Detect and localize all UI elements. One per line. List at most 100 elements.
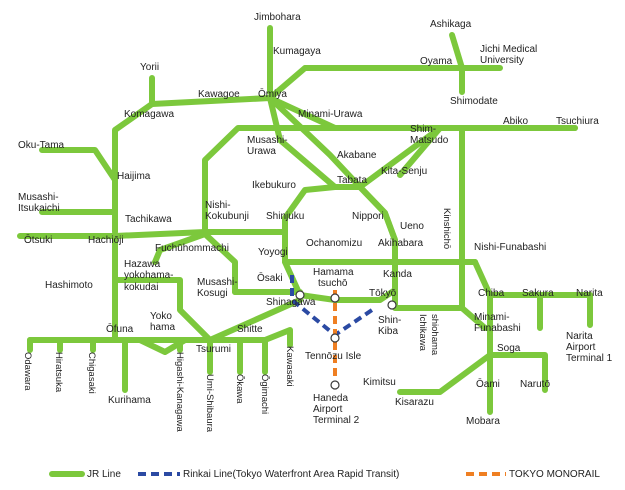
label-haneda-line1: Haneda — [313, 393, 348, 404]
yamanote-line — [282, 184, 398, 303]
legend-rinkai-label: Rinkai Line(Tokyo Waterfront Area Rapid … — [183, 469, 399, 480]
label-ofuna: Ōfuna — [106, 323, 134, 335]
label-musashi-itsukaichi-line1: Musashi- — [18, 192, 59, 203]
label-hazawa-line3: kokudai — [124, 282, 158, 293]
legend-monorail-label: TOKYO MONORAIL — [509, 469, 600, 480]
label-higashi-kanagawa: Higashi-Kanagawa — [174, 352, 185, 432]
label-chiba: Chiba — [478, 288, 505, 299]
station-markers — [295, 290, 397, 390]
label-ashikaga: Ashikaga — [430, 19, 472, 30]
narita-line — [537, 292, 593, 331]
label-narita-airport-line1: Narita — [566, 331, 593, 342]
label-minami-urawa: Minami-Urawa — [298, 109, 363, 120]
label-haneda-line2: Airport — [313, 404, 343, 415]
label-kimitsu: Kimitsu — [363, 377, 396, 388]
label-abiko: Abiko — [503, 116, 528, 127]
label-kawagoe: Kawagoe — [198, 89, 240, 100]
utsunomiya-line — [267, 65, 465, 101]
label-ogimachi: Ōgimachi — [259, 374, 270, 414]
legend: JR Line Rinkai Line(Tokyo Waterfront Are… — [49, 469, 600, 480]
label-yokohama-line1: Yoko — [150, 311, 172, 322]
label-ikebukuro: Ikebukuro — [252, 180, 296, 191]
station-marker-haneda — [330, 380, 340, 390]
saikyo-line — [267, 95, 338, 190]
label-jichi-line2: University — [480, 55, 524, 66]
label-musashi-urawa-line1: Musashi- — [247, 135, 288, 146]
label-hamamatsucho-line1: Hamama — [313, 267, 354, 278]
station-marker-hamamatsucho — [330, 293, 340, 303]
label-shitte: Shitte — [237, 324, 263, 335]
label-narita-airport-line2: Airport — [566, 342, 596, 353]
label-kita-senju: Kita-Senju — [381, 166, 427, 177]
label-komagawa: Komagawa — [124, 109, 174, 120]
label-ueno: Ueno — [400, 221, 424, 232]
sagami-line — [112, 277, 213, 343]
label-shinagawa: Shinagawa — [266, 297, 316, 308]
station-marker-shin-kiba — [387, 300, 397, 310]
joban-branch — [397, 125, 443, 178]
label-ichikawa-shiohama-line1: Ichikawa — [417, 314, 428, 352]
label-kumagaya: Kumagaya — [273, 46, 321, 57]
keiyo-line — [392, 287, 488, 331]
label-osaki: Ōsaki — [257, 272, 283, 284]
label-akabane: Akabane — [337, 150, 377, 161]
label-haneda-line3: Terminal 2 — [313, 415, 360, 426]
label-oku-tama: Oku-Tama — [18, 140, 65, 151]
uchibo-line — [397, 292, 548, 415]
label-kawasaki: Kawasaki — [284, 346, 295, 387]
station-labels: Jimbohara Kumagaya Ashikaga Oyama Jichi … — [18, 12, 613, 433]
label-soga: Soga — [497, 343, 521, 354]
label-fuchuhommachi: Fuchūhommachi — [155, 243, 229, 254]
label-mobara: Mobara — [466, 416, 500, 427]
label-haijima: Haijima — [117, 171, 151, 182]
label-odawara: Odawara — [22, 352, 33, 391]
label-musashi-kosugi-line2: Kosugi — [197, 288, 228, 299]
label-kisarazu: Kisarazu — [395, 397, 434, 408]
label-hamamatsucho-line2: tsuchō — [318, 278, 348, 289]
label-musashi-kosugi-line1: Musashi- — [197, 277, 238, 288]
nambu-line — [152, 231, 208, 265]
label-kurihama: Kurihama — [108, 395, 151, 406]
label-shin-kiba-line1: Shin- — [378, 315, 401, 326]
label-hazawa-line1: Hazawa — [124, 259, 161, 270]
label-shim-matsudo-line1: Shim- — [410, 124, 436, 135]
label-hiratsuka: Hiratsuka — [53, 352, 64, 393]
label-jichi-line1: Jichi Medical — [480, 44, 537, 55]
label-narita-airport-line3: Terminal 1 — [566, 353, 613, 364]
label-musashi-urawa-line2: Urawa — [247, 146, 276, 157]
label-yoyogi: Yoyogi — [258, 247, 288, 258]
joban-line — [357, 125, 578, 190]
label-hashimoto: Hashimoto — [45, 280, 93, 291]
jr-lines — [17, 25, 593, 415]
label-tennozu-isle: Tennōzu Isle — [305, 351, 362, 362]
label-nippori: Nippori — [352, 211, 384, 222]
label-nishi-funabashi: Nishi-Funabashi — [474, 242, 546, 253]
sobu-line — [392, 125, 593, 298]
label-tachikawa: Tachikawa — [125, 214, 172, 225]
label-akihabara: Akihabara — [378, 238, 423, 249]
yokohama-line — [27, 233, 118, 353]
label-omiya: Ōmiya — [258, 88, 287, 100]
label-tsurumi: Tsurumi — [196, 344, 231, 355]
label-tsuchiura: Tsuchiura — [556, 116, 599, 127]
label-shin-kiba-line2: Kiba — [378, 326, 398, 337]
label-naruto: Narutō — [520, 379, 550, 390]
yokosuka-line — [122, 337, 188, 393]
label-otsuki: Ōtsuki — [24, 234, 52, 246]
ome-line — [39, 147, 118, 215]
label-oami: Ōami — [476, 378, 500, 390]
legend-jr-label: JR Line — [87, 469, 121, 480]
label-ichikawa-shiohama-line2: shiohama — [429, 314, 440, 356]
hachiko-line — [112, 101, 155, 235]
label-tokyo: Tōkyō — [369, 288, 397, 299]
label-umi-shibaura: Umi-Shibaura — [204, 374, 215, 433]
label-minami-funabashi-line1: Minami- — [474, 312, 510, 323]
label-nishi-kokubunji-line2: Kokubunji — [205, 211, 249, 222]
label-sakura: Sakura — [522, 288, 554, 299]
label-minami-funabashi-line2: Funabashi — [474, 323, 521, 334]
label-kinshicho: Kinshichō — [441, 208, 452, 249]
label-nishi-kokubunji-line1: Nishi- — [205, 200, 231, 211]
station-marker-tennozu-isle — [330, 333, 340, 343]
label-ochanomizu: Ochanomizu — [306, 238, 362, 249]
